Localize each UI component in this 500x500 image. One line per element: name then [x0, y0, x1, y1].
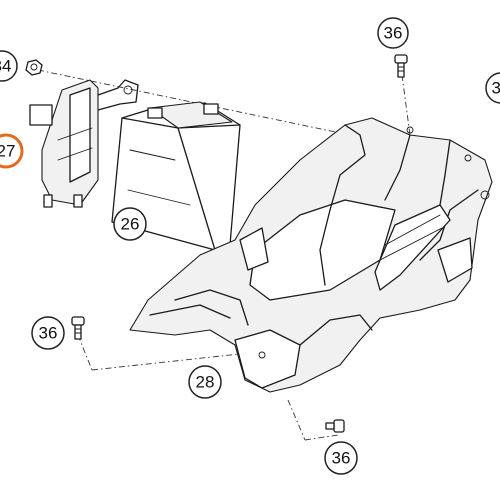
- callout-36-bottom[interactable]: 36: [324, 441, 358, 475]
- nut-left: [25, 59, 43, 76]
- callout-26[interactable]: 26: [113, 207, 147, 241]
- callout-28[interactable]: 28: [188, 365, 222, 399]
- callout-36-left[interactable]: 36: [31, 316, 65, 350]
- callout-36-top[interactable]: 36: [377, 17, 409, 49]
- svg-text:27: 27: [0, 142, 15, 161]
- bracket-part-27: [29, 79, 139, 208]
- svg-text:34: 34: [0, 57, 11, 76]
- svg-text:36: 36: [332, 449, 351, 468]
- callout-36-right[interactable]: 36: [485, 72, 500, 104]
- battery-part-26: [111, 101, 241, 251]
- svg-text:28: 28: [196, 373, 215, 392]
- svg-text:36: 36: [384, 24, 403, 43]
- svg-text:36: 36: [492, 79, 500, 98]
- callout-27[interactable]: 27: [0, 133, 24, 169]
- screw-bottom: [325, 419, 345, 433]
- screw-left: [71, 316, 85, 340]
- tray-part-28: [129, 117, 493, 393]
- callout-34-left[interactable]: 34: [0, 50, 18, 82]
- svg-text:36: 36: [39, 324, 58, 343]
- svg-text:26: 26: [121, 215, 140, 234]
- screw-top: [394, 54, 408, 78]
